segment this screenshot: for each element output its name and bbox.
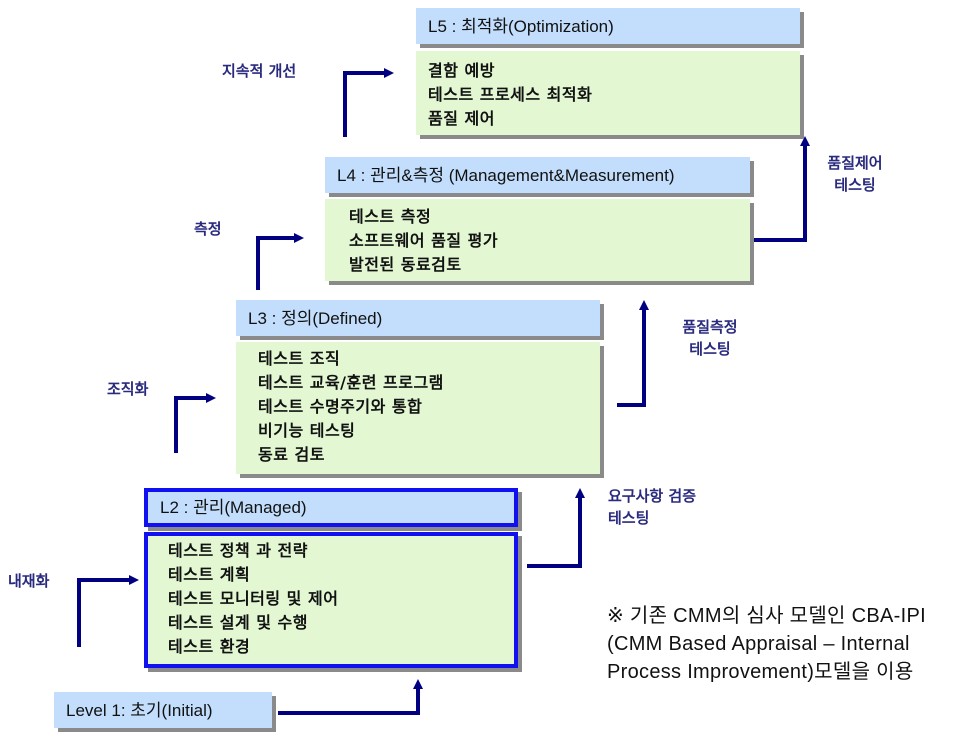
arrow-l2-testing	[527, 488, 585, 568]
l5-item: 테스트 프로세스 최적화	[428, 85, 593, 104]
l3-item: 동료 검토	[258, 445, 325, 464]
arrow-l4-testing	[752, 136, 810, 242]
l2-item: 테스트 계획	[168, 565, 251, 584]
note-line: ※ 기존 CMM의 심사 모델인 CBA-IPI	[607, 605, 926, 627]
arrow-organize	[174, 393, 216, 453]
l1-title: Level 1: 초기(Initial)	[66, 700, 213, 720]
label-l4-testing-line1: 품질제어	[827, 154, 883, 172]
note-line: (CMM Based Appraisal – Internal	[607, 633, 910, 655]
l3-item: 테스트 교육/훈련 프로그램	[258, 373, 444, 392]
l2-item: 테스트 정책 과 전략	[168, 541, 308, 560]
l2-item: 테스트 환경	[168, 637, 251, 656]
l4-item: 발전된 동료검토	[349, 255, 462, 274]
label-l3-testing-line1: 품질측정	[682, 318, 738, 336]
l5-title: L5 : 최적화(Optimization)	[428, 16, 614, 36]
l2-item: 테스트 설계 및 수행	[168, 613, 308, 632]
label-l4-testing-line2: 테스팅	[834, 176, 876, 194]
l3-item: 테스트 수명주기와 통합	[258, 397, 423, 416]
note-line: Process Improvement)모델을 이용	[607, 661, 914, 683]
label-l4-testing: 품질제어 테스팅	[815, 152, 895, 196]
label-continuous-improvement: 지속적 개선	[222, 62, 297, 80]
l1-header: Level 1: 초기(Initial)	[54, 692, 272, 728]
l4-item: 테스트 측정	[349, 207, 432, 226]
arrow-l1-to-l2	[278, 679, 423, 715]
l5-header: L5 : 최적화(Optimization)	[416, 8, 800, 44]
label-l2-testing-line1: 요구사항 검증	[608, 487, 697, 505]
l4-body: 테스트 측정 소프트웨어 품질 평가 발전된 동료검토	[325, 199, 750, 281]
l3-item: 비기능 테스팅	[258, 421, 356, 440]
label-l3-testing: 품질측정 테스팅	[670, 316, 750, 360]
label-internalize: 내재화	[8, 572, 50, 590]
label-organize: 조직화	[107, 380, 149, 398]
l2-body: 테스트 정책 과 전략 테스트 계획 테스트 모니터링 및 제어 테스트 설계 …	[144, 532, 518, 668]
label-l3-testing-line2: 테스팅	[689, 340, 731, 358]
l2-title: L2 : 관리(Managed)	[160, 498, 307, 517]
arrow-measure	[256, 233, 304, 290]
l3-header: L3 : 정의(Defined)	[236, 300, 600, 336]
l4-title: L4 : 관리&측정 (Management&Measurement)	[337, 165, 675, 185]
l4-item: 소프트웨어 품질 평가	[349, 231, 499, 250]
note: ※ 기존 CMM의 심사 모델인 CBA-IPI (CMM Based Appr…	[607, 602, 926, 686]
arrow-continuous-improvement	[343, 68, 394, 137]
l5-item: 품질 제어	[428, 109, 495, 128]
arrow-l3-testing	[617, 300, 649, 407]
l3-item: 테스트 조직	[258, 349, 341, 368]
label-measure: 측정	[194, 220, 222, 238]
label-l2-testing-line2: 테스팅	[608, 509, 650, 527]
l3-title: L3 : 정의(Defined)	[248, 308, 383, 328]
l2-header: L2 : 관리(Managed)	[144, 488, 518, 527]
l5-body: 결함 예방 테스트 프로세스 최적화 품질 제어	[416, 51, 800, 135]
l4-header: L4 : 관리&측정 (Management&Measurement)	[325, 157, 750, 193]
l5-item: 결함 예방	[428, 61, 495, 80]
arrow-internalize	[77, 575, 139, 647]
l3-body: 테스트 조직 테스트 교육/훈련 프로그램 테스트 수명주기와 통합 비기능 테…	[236, 342, 600, 474]
l2-item: 테스트 모니터링 및 제어	[168, 589, 339, 608]
label-l2-testing: 요구사항 검증 테스팅	[608, 485, 696, 529]
